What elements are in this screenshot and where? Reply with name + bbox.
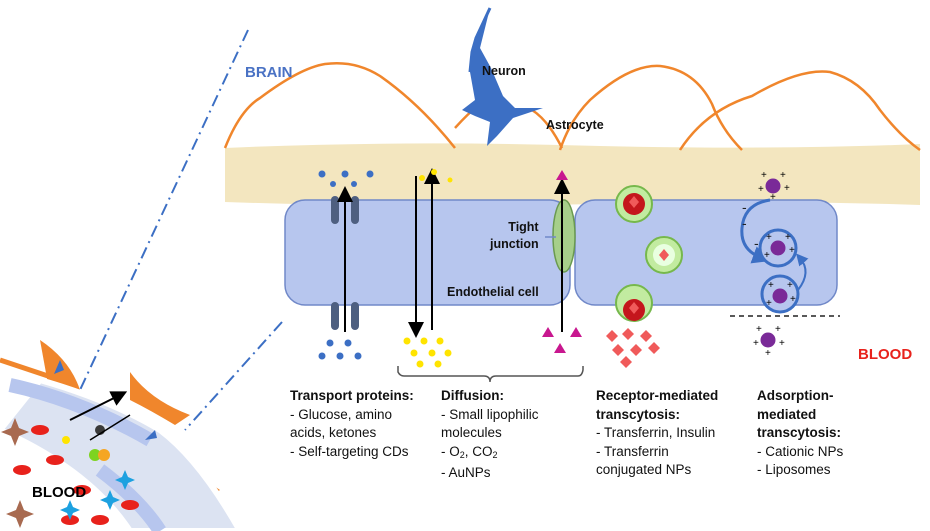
caption-diffusion-item: molecules xyxy=(441,425,502,440)
cationic-nanoparticles: +++++ ++++ ++++ +++++ xyxy=(753,170,796,359)
caption-adsorption-title: mediated xyxy=(757,406,817,422)
caption-adsorption: Adsorption- mediated transcytosis: - Cat… xyxy=(757,387,897,480)
caption-diffusion-title: Diffusion: xyxy=(441,388,504,403)
neuron-label: Neuron xyxy=(482,64,526,78)
transferrin-ligands xyxy=(606,328,660,368)
caption-transport: Transport proteins: - Glucose, amino aci… xyxy=(290,387,440,461)
tight-junction-line-2: junction xyxy=(490,237,539,251)
receptor-vesicles xyxy=(615,185,683,322)
svg-text:+: + xyxy=(766,232,772,243)
tight-junction-line-1: Tight xyxy=(508,220,539,234)
caption-receptor: Receptor-mediated transcytosis: - Transf… xyxy=(596,387,746,480)
blood-vessel-inset xyxy=(0,340,244,531)
caption-transport-item: - Glucose, amino xyxy=(290,406,393,422)
caption-transport-title: Transport proteins: xyxy=(290,388,414,403)
caption-adsorption-title: Adsorption- xyxy=(757,388,834,403)
caption-receptor-item: - Transferrin, Insulin xyxy=(596,425,716,440)
transport-proteins xyxy=(331,196,359,330)
svg-text:+: + xyxy=(753,338,759,349)
astrocyte-endfeet xyxy=(223,62,921,152)
svg-text:+: + xyxy=(766,298,772,309)
svg-text:+: + xyxy=(789,245,795,256)
svg-text:+: + xyxy=(770,192,776,203)
blood-inset-label: BLOOD xyxy=(32,484,87,501)
svg-text:+: + xyxy=(779,338,785,349)
svg-text:+: + xyxy=(784,183,790,194)
caption-diffusion-gases: - O2, CO2 xyxy=(441,443,498,460)
svg-text:+: + xyxy=(764,250,770,261)
brain-label: BRAIN xyxy=(245,64,293,81)
tight-junction-label: Tight junction xyxy=(490,219,539,253)
svg-text:-: - xyxy=(742,215,747,231)
paracellular-particles xyxy=(542,170,582,353)
caption-transport-item: - Self-targeting CDs xyxy=(290,443,409,459)
caption-receptor-title: Receptor-mediated xyxy=(596,388,719,403)
svg-text:+: + xyxy=(790,294,796,305)
svg-text:+: + xyxy=(765,348,771,359)
svg-text:-: - xyxy=(742,199,747,215)
caption-receptor-title: transcytosis: xyxy=(596,406,681,422)
blood-label: BLOOD xyxy=(858,346,913,363)
basement-membrane xyxy=(225,143,920,206)
svg-text:+: + xyxy=(756,324,762,335)
tight-junction xyxy=(552,199,576,273)
caption-diffusion-item: - AuNPs xyxy=(441,465,491,480)
endothelial-label: Endothelial cell xyxy=(447,285,539,299)
neuron-shape xyxy=(462,8,543,146)
caption-diffusion: Diffusion: - Small lipophilic molecules … xyxy=(441,387,571,483)
svg-text:+: + xyxy=(775,324,781,335)
svg-text:-: - xyxy=(754,235,759,251)
svg-text:+: + xyxy=(787,280,793,291)
zoom-lines xyxy=(79,29,283,431)
diffusion-bracket xyxy=(397,366,584,383)
caption-receptor-item: conjugated NPs xyxy=(596,462,692,477)
caption-diffusion-item: - Small lipophilic xyxy=(441,406,539,422)
svg-text:+: + xyxy=(758,184,764,195)
svg-text:+: + xyxy=(785,232,791,243)
svg-text:+: + xyxy=(780,170,786,181)
astrocyte-label: Astrocyte xyxy=(546,118,604,132)
lipophilic-particles xyxy=(403,169,453,368)
glucose-particles xyxy=(318,170,374,360)
adsorption-vesicles: - - - xyxy=(730,198,840,317)
svg-text:+: + xyxy=(761,170,767,181)
caption-adsorption-title: transcytosis: xyxy=(757,425,842,440)
caption-adsorption-item: - Liposomes xyxy=(757,462,831,477)
caption-receptor-item: - Transferrin xyxy=(596,443,669,459)
caption-adsorption-item: - Cationic NPs xyxy=(757,443,844,459)
svg-text:+: + xyxy=(768,280,774,291)
caption-transport-item: acids, ketones xyxy=(290,425,377,440)
